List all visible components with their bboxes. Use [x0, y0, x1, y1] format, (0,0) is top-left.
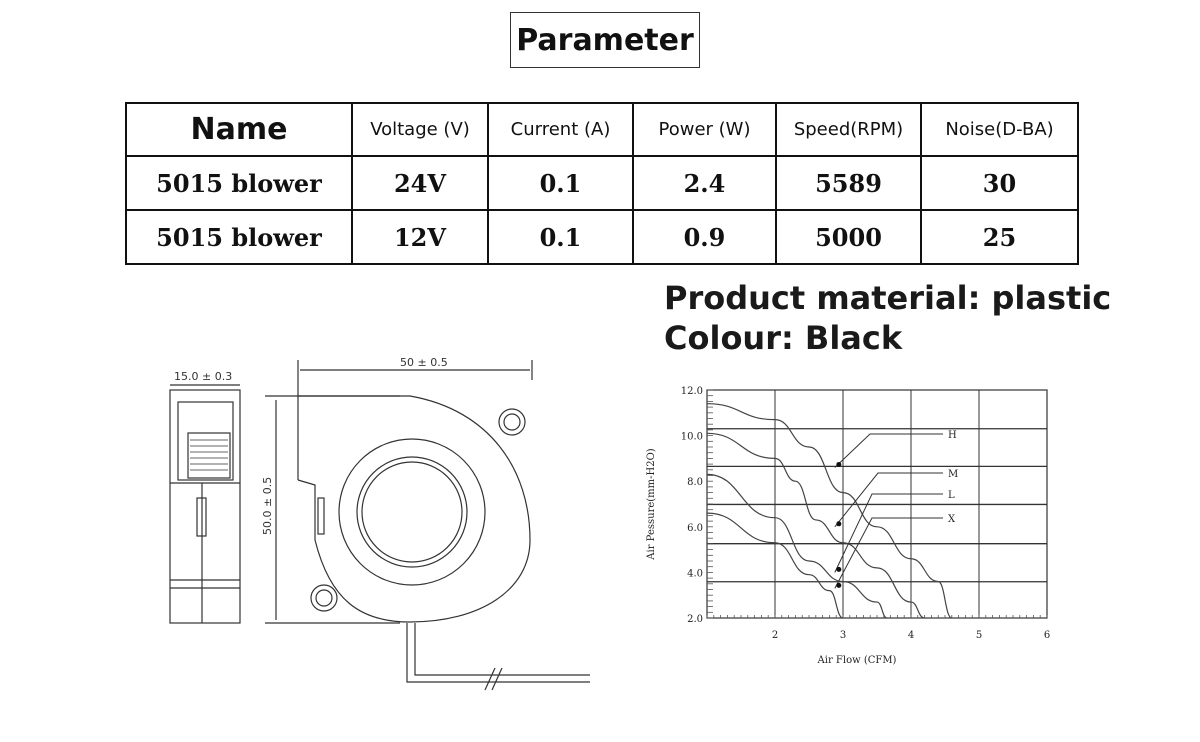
cell-name: 5015 blower: [125, 155, 353, 211]
series-label: L: [948, 490, 955, 501]
leader-line: [834, 472, 943, 528]
y-tick-label: 4.0: [687, 568, 703, 579]
y-tick-label: 12.0: [681, 386, 703, 397]
y-tick-label: 2.0: [687, 614, 703, 625]
x-tick-label: 3: [840, 630, 846, 641]
leader-arrow: [836, 566, 842, 572]
x-axis-label: Air Flow (CFM): [817, 655, 897, 666]
series-line-L: [706, 473, 888, 619]
series-label: M: [948, 469, 958, 480]
leader-line: [834, 493, 943, 573]
leader-arrow: [836, 521, 842, 527]
header-voltage: Voltage (V): [351, 102, 489, 157]
table-row: 5015 blower 24V 0.1 2.4 5589 30: [125, 155, 1079, 211]
side-view: 15.0 ± 0.3: [169, 370, 241, 624]
cell-speed: 5589: [775, 155, 922, 211]
page-title: Parameter: [510, 12, 700, 68]
x-tick-label: 2: [772, 630, 778, 641]
cell-noise: 25: [920, 209, 1079, 265]
y-axis-label: Air Pessure(mm-H2O): [646, 448, 657, 561]
cell-noise: 30: [920, 155, 1079, 211]
y-tick-label: 8.0: [687, 477, 703, 488]
cell-name: 5015 blower: [125, 209, 353, 265]
table-header-row: Name Voltage (V) Current (A) Power (W) S…: [125, 102, 1079, 157]
parameter-table: Name Voltage (V) Current (A) Power (W) S…: [125, 102, 1079, 265]
header-speed: Speed(RPM): [775, 102, 922, 157]
cell-voltage: 12V: [351, 209, 489, 265]
cell-speed: 5000: [775, 209, 922, 265]
header-power: Power (W): [632, 102, 777, 157]
leader-line: [834, 517, 943, 589]
header-name: Name: [125, 102, 353, 157]
series-line-X: [706, 512, 844, 619]
cell-current: 0.1: [487, 155, 634, 211]
material-info: Product material: plastic Colour: Black: [664, 278, 1111, 358]
side-width-dim: 15.0 ± 0.3: [174, 370, 232, 383]
leader-arrow: [836, 462, 842, 468]
table-row: 5015 blower 12V 0.1 0.9 5000 25: [125, 209, 1079, 265]
x-tick-label: 5: [976, 630, 982, 641]
series-line-M: [706, 432, 925, 619]
cell-power: 0.9: [632, 209, 777, 265]
height-dim: 50.0 ± 0.5: [261, 477, 274, 535]
leader-arrow: [836, 582, 842, 588]
colour-text: Colour: Black: [664, 319, 903, 357]
cell-voltage: 24V: [351, 155, 489, 211]
x-tick-label: 6: [1044, 630, 1050, 641]
front-view: 50 ± 0.5 50.0 ± 0.5: [261, 356, 590, 691]
y-tick-label: 10.0: [681, 432, 703, 443]
fan-drawing: 15.0 ± 0.3 50 ± 0.5 50.0 ± 0.5: [169, 356, 590, 691]
series-label: H: [948, 430, 957, 441]
material-text: Product material: plastic: [664, 279, 1112, 317]
header-current: Current (A): [487, 102, 634, 157]
series-line-H: [706, 403, 953, 619]
header-noise: Noise(D-BA): [920, 102, 1079, 157]
front-width-dim: 50 ± 0.5: [400, 356, 448, 369]
y-tick-label: 6.0: [687, 523, 703, 534]
x-tick-label: 4: [908, 630, 914, 641]
series-label: X: [948, 514, 956, 525]
cell-power: 2.4: [632, 155, 777, 211]
leader-line: [834, 433, 943, 468]
cell-current: 0.1: [487, 209, 634, 265]
